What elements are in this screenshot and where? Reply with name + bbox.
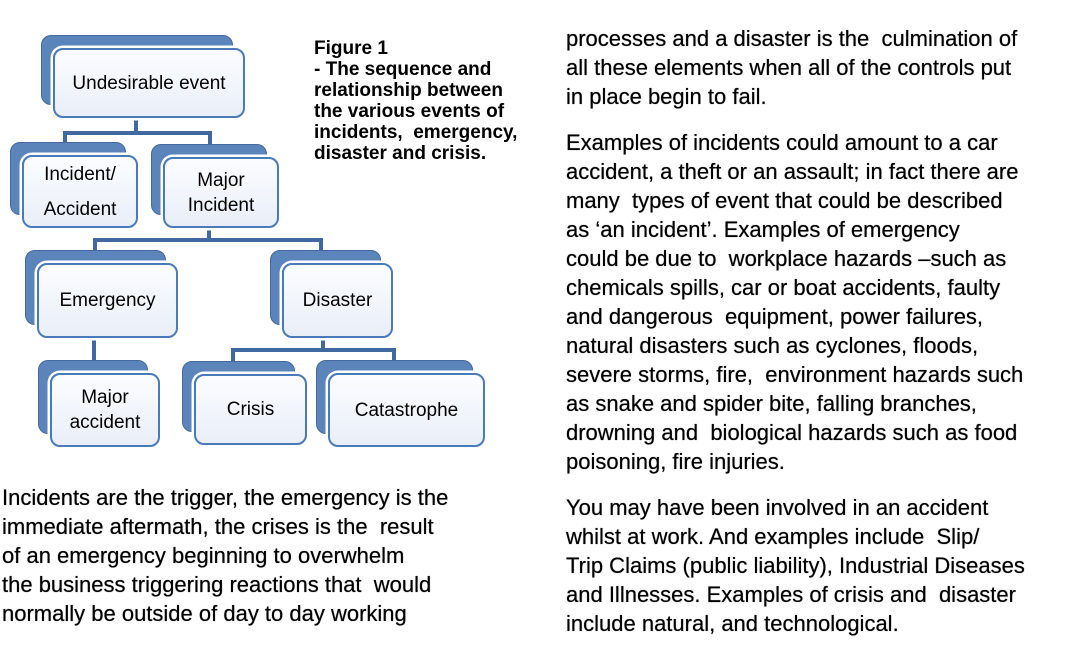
connector-major-incident-stem [207, 225, 211, 242]
connector-level1-bar [63, 131, 212, 135]
hierarchy-diagram: Undesirable event Incident/ Accident Maj… [0, 0, 540, 470]
flow-node-emergency: Emergency [25, 250, 180, 340]
left-paragraph: Incidents are the trigger, the emergency… [2, 485, 449, 626]
node-label: Major accident [69, 387, 141, 433]
node-box: Major accident [50, 373, 160, 447]
paragraph-examples: Examples of incidents could amount to a … [566, 130, 1024, 474]
node-label: Emergency [59, 290, 156, 311]
flow-node-disaster: Disaster [270, 250, 395, 340]
connector-level2-bar [93, 238, 323, 242]
node-label: Crisis [226, 399, 275, 420]
connector-emergency-to-major-accident [92, 335, 96, 375]
node-box: Emergency [37, 263, 178, 338]
node-box: Incident/ Accident [22, 155, 138, 228]
connector-disaster-stem [321, 335, 325, 352]
node-box: Catastrophe [328, 373, 485, 447]
paragraph-accident-at-work: You may have been involved in an acciden… [566, 495, 1025, 636]
node-label: Disaster [302, 290, 373, 311]
flow-node-major-incident: Major Incident [151, 144, 281, 230]
node-label: Major Incident [187, 169, 255, 216]
connector-level3-bar [231, 348, 396, 352]
right-column: processes and a disaster is the culminat… [566, 24, 1078, 651]
node-label: Catastrophe [354, 399, 459, 421]
flow-node-crisis: Crisis [182, 361, 309, 447]
node-box: Undesirable event [53, 48, 245, 118]
node-label: Undesirable event [72, 72, 226, 94]
flow-node-catastrophe: Catastrophe [316, 360, 487, 449]
connector-undesirable-stem [134, 112, 138, 135]
node-label: Incident/ Accident [43, 163, 117, 220]
flow-node-major-accident: Major accident [38, 360, 162, 449]
paragraph-processes: processes and a disaster is the culminat… [566, 26, 1018, 109]
flow-node-undesirable-event: Undesirable event [41, 35, 251, 120]
node-box: Crisis [194, 374, 307, 445]
flow-node-incident-accident: Incident/ Accident [10, 142, 140, 230]
node-box: Disaster [282, 263, 393, 338]
figure-caption: Figure 1 - The sequence and relationship… [314, 38, 518, 164]
node-box: Major Incident [163, 157, 279, 228]
